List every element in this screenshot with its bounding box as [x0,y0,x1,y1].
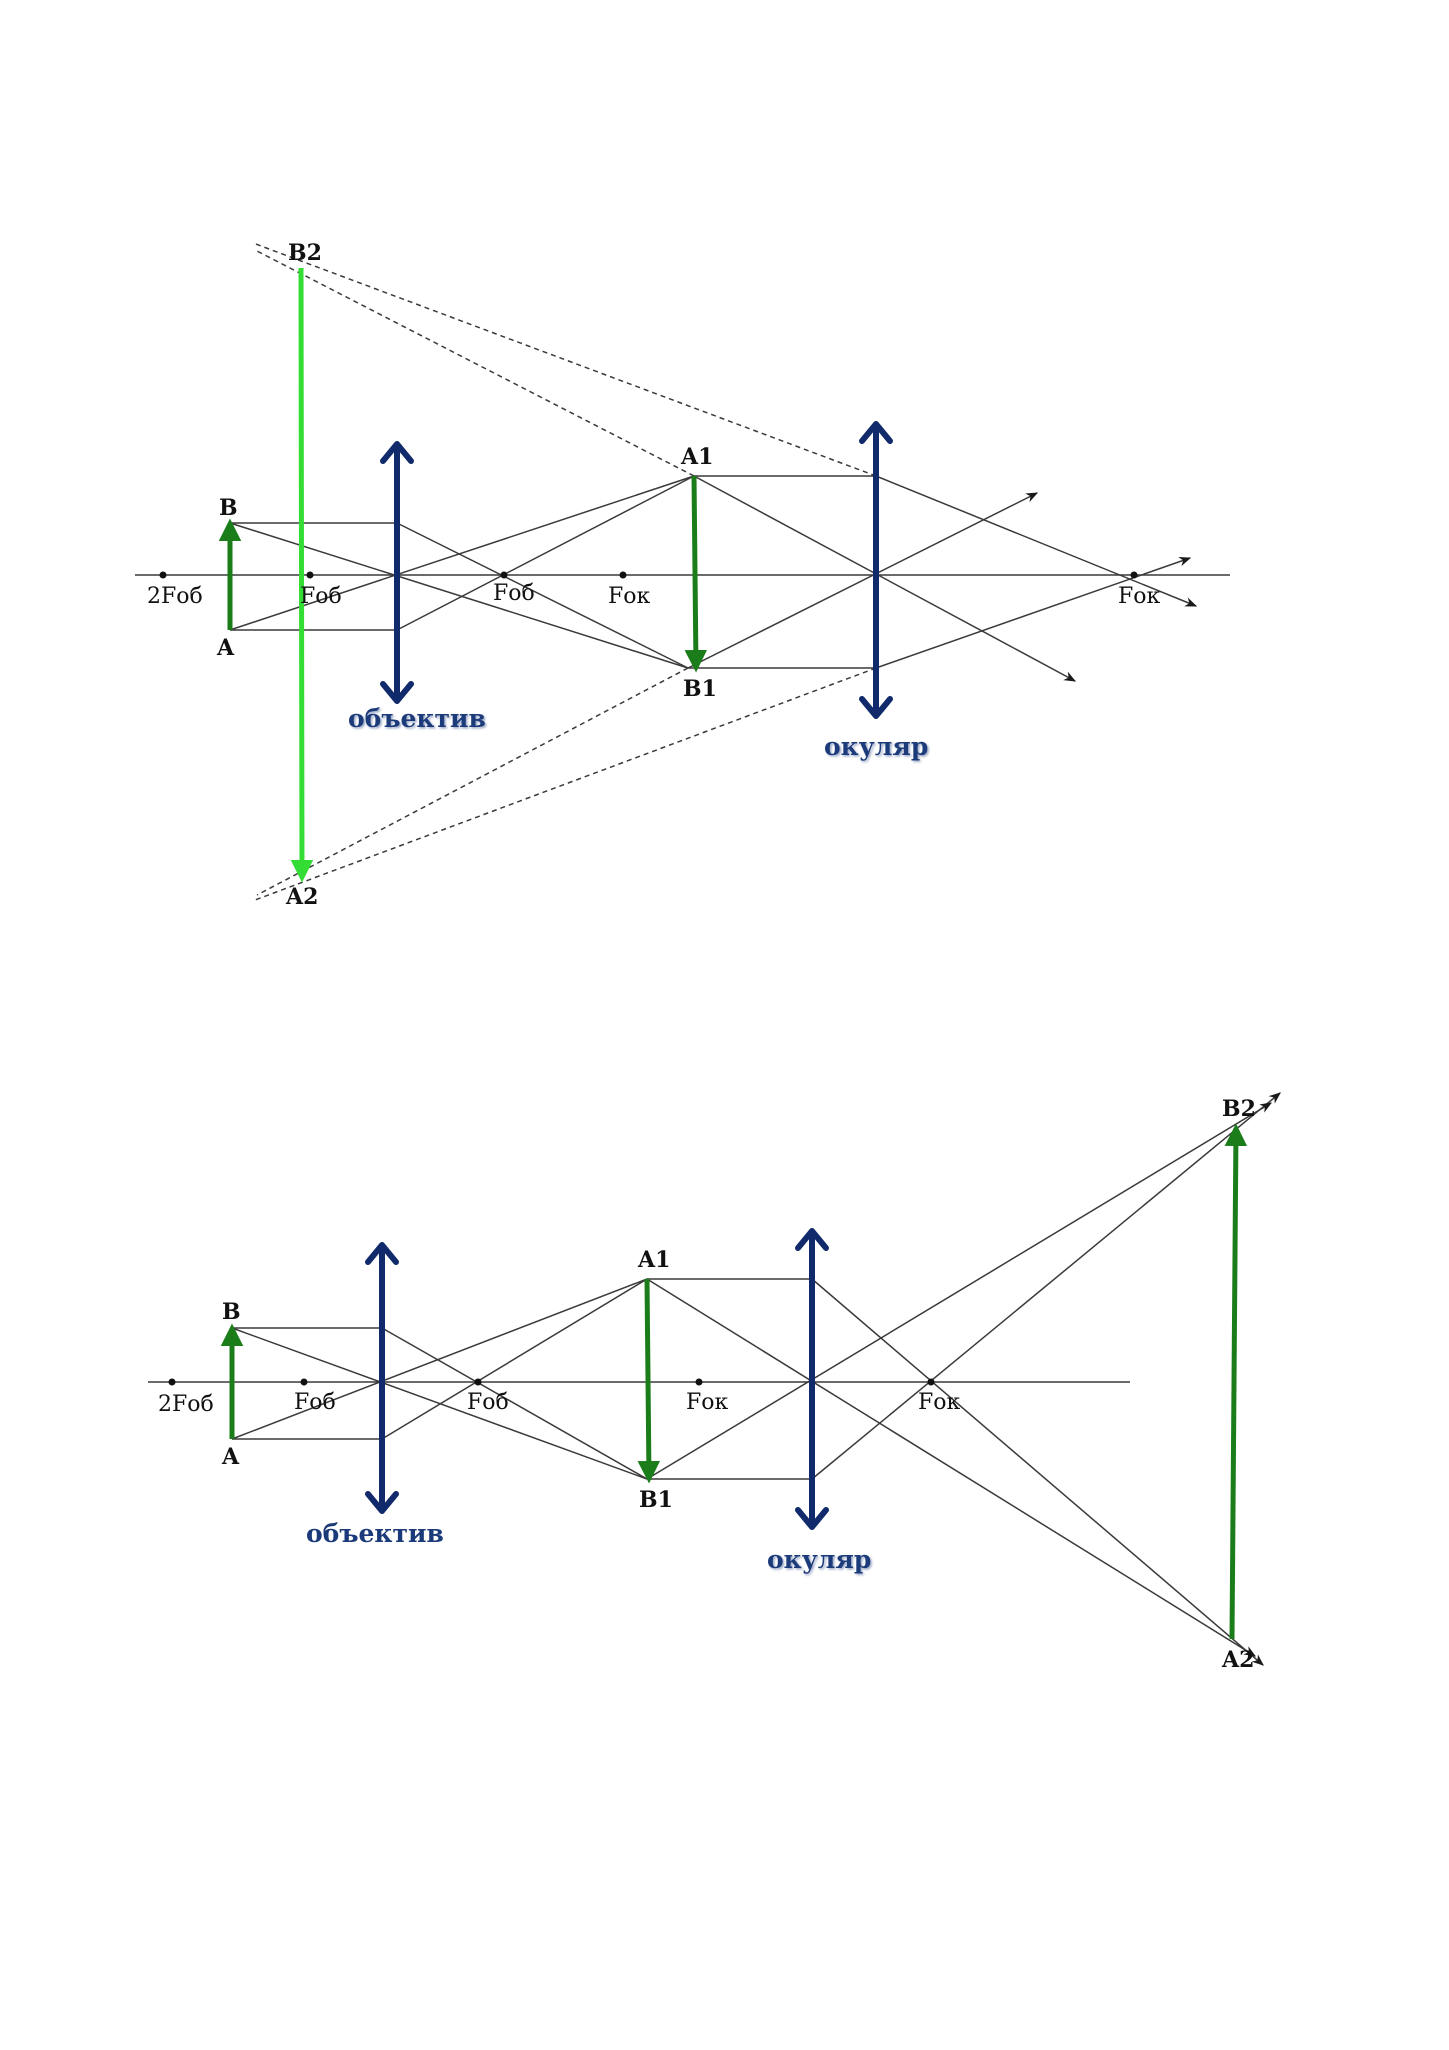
lens-label-objective: объектив [306,1519,444,1548]
ray-a1-central [693,475,1077,682]
diagram-real-image: B2 A2 B A A1 B1 2Fоб Fоб Fоб Fок Fок объ… [148,1092,1281,1673]
point-label-a2: A2 [1221,1647,1254,1673]
intermediate-image-arrow [637,1278,661,1484]
diagram-virtual-image: B2 A2 B A A1 B1 2Fоб Fоб Fоб Fок Fок объ… [135,240,1230,910]
focus-label-f-eye-right: Fок [1118,584,1161,609]
focus-label-f-obj-left: Fоб [294,1390,336,1415]
focal-dot-f-eye-right [1130,571,1138,579]
ray-b-central [229,522,689,669]
focal-points [159,571,1138,579]
focal-dot-f-eye-left [695,1378,703,1386]
focus-label-f-obj-right: Fоб [493,581,535,606]
focal-dot-f-obj-left [300,1378,308,1386]
virtual-image-arrow [290,267,314,883]
point-label-b2: B2 [288,240,322,266]
point-label-a2: A2 [285,884,318,910]
ray-a-refracted [381,1278,648,1440]
focus-label-f-obj-left: Fоб [300,584,342,609]
focal-dot-f-obj-left [306,571,314,579]
ext-a1-central [254,249,695,477]
point-label-a1: A1 [637,1247,670,1273]
focus-label-f-eye-right: Fок [918,1390,961,1415]
intermediate-image-arrow [684,475,708,673]
ray-b1-central [646,1102,1273,1480]
focal-dot-f-obj-right [500,571,508,579]
point-label-a: A [221,1444,240,1470]
focal-dot-2f-obj [168,1378,176,1386]
focus-label-2f-obj: 2Fоб [147,584,203,609]
ray-a-central [231,1278,648,1440]
objective-lens [380,441,414,704]
focus-label-2f-obj: 2Fоб [158,1392,214,1417]
ext-b1-refracted [254,667,877,901]
ray-b1-refracted [811,1092,1281,1480]
point-label-a: A [216,635,235,661]
lens-label-objective: объектив [348,704,486,733]
point-label-b2: B2 [1222,1096,1256,1122]
focus-label-f-eye-left: Fок [686,1390,729,1415]
point-label-b1: B1 [639,1487,673,1513]
eyepiece-lens [859,421,893,719]
ray-b-refracted [381,1327,648,1480]
point-label-b: B [219,495,238,521]
eyepiece-lens [795,1228,829,1530]
ray-b-refracted [396,522,689,669]
ray-a-central [229,475,695,631]
focus-label-f-eye-left: Fок [608,584,651,609]
rays [229,242,1198,901]
lens-label-eyepiece: окуляр [767,1545,871,1574]
ext-b1-central [256,667,689,896]
focal-dot-f-eye-left [619,571,627,579]
ray-a1-central [646,1278,1257,1657]
focal-dot-f-eye-right [927,1378,935,1386]
point-label-b: B [222,1299,241,1325]
ray-b1-refracted [875,557,1192,669]
focal-dot-2f-obj [159,571,167,579]
real-image-arrow [1224,1123,1248,1640]
ray-b1-central [687,492,1039,669]
focal-points [168,1378,935,1386]
focus-label-f-obj-right: Fоб [467,1390,509,1415]
ext-a1-refracted [252,242,877,477]
point-label-a1: A1 [680,444,713,470]
ray-a1-refracted [875,475,1198,607]
lens-label-eyepiece: окуляр [824,732,928,761]
objective-lens [365,1242,399,1514]
ray-a-refracted [396,475,695,631]
point-label-b1: B1 [683,676,717,702]
ray-a1-refracted [811,1278,1264,1666]
focal-dot-f-obj-right [474,1378,482,1386]
rays [231,1092,1281,1666]
